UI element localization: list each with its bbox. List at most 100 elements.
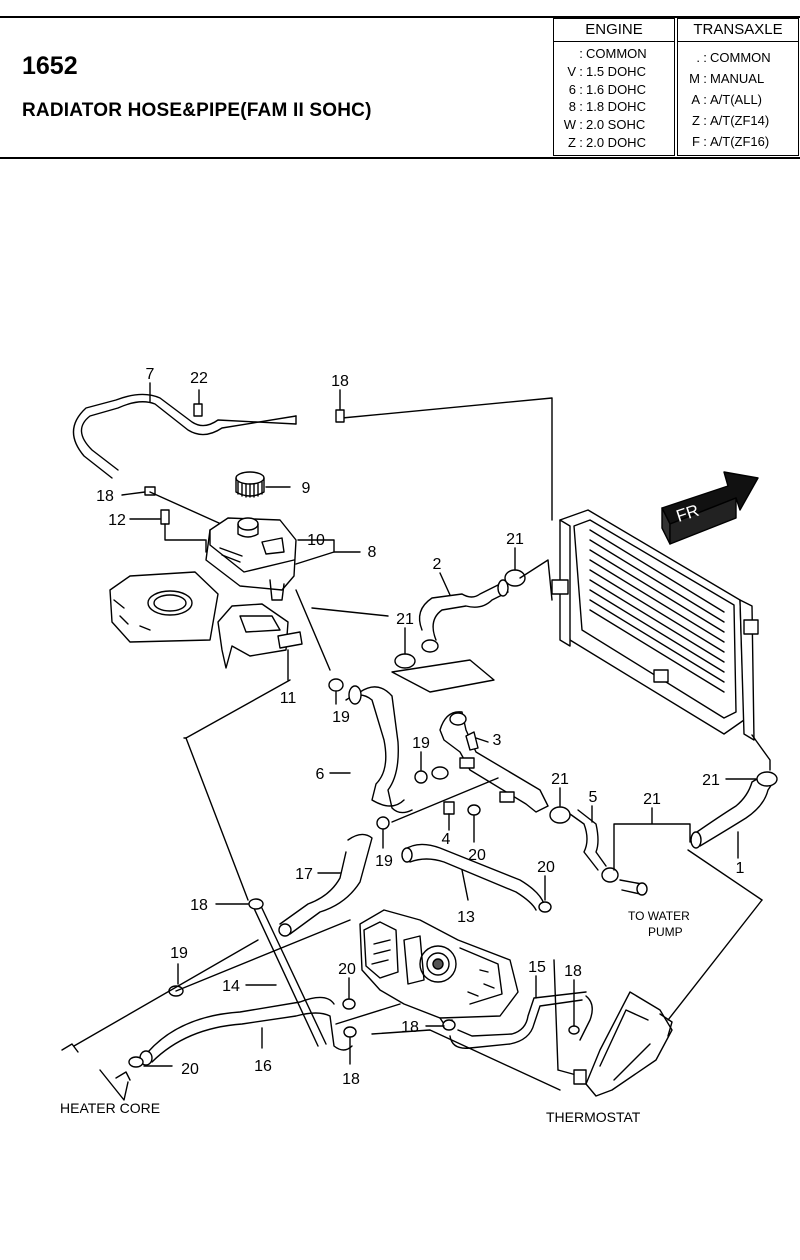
part-label-18: 18 (331, 373, 349, 390)
leader-line (687, 849, 763, 901)
bracket-11 (109, 571, 303, 669)
engine-row: Z:2.0 DOHC (568, 134, 646, 150)
catalog-code: 1652 (22, 52, 78, 80)
part-label-18: 18 (342, 1071, 360, 1088)
leader-line (751, 734, 771, 771)
part-label-10: 10 (307, 532, 325, 549)
hose-6 (345, 685, 413, 814)
leader-line (175, 919, 351, 992)
header-bottom-rule (0, 157, 800, 159)
part-label-21: 21 (551, 771, 569, 788)
leader-18b (121, 491, 146, 496)
hose-2 (418, 579, 509, 653)
engine-row: W:2.0 SOHC (563, 117, 646, 133)
callout-labels: TO WATER PUMP HEATER CORE THERMOSTAT (60, 909, 690, 1125)
clamp-22 (193, 403, 203, 417)
engine-row: :COMMON (579, 46, 647, 61)
part-label-3: 3 (493, 732, 502, 749)
part-label-19: 19 (170, 945, 188, 962)
leader-line (391, 777, 499, 823)
cap-9 (235, 471, 265, 498)
clamp-19b (414, 770, 428, 784)
part-label-4: 4 (442, 831, 451, 848)
engine-row: V:1.5 DOHC (567, 63, 646, 79)
hose-16 (139, 996, 353, 1066)
part-label-2: 2 (433, 556, 442, 573)
page-title: RADIATOR HOSE&PIPE(FAM II SOHC) (22, 100, 372, 121)
clamp-18e (568, 1025, 580, 1035)
leader-line (391, 659, 495, 693)
to-water-pump-label-line2: PUMP (648, 925, 683, 939)
part-label-19: 19 (412, 735, 430, 752)
hose-13 (401, 843, 545, 911)
hose-15-end (579, 995, 593, 1041)
leader-line (185, 679, 291, 739)
transaxle-heading: TRANSAXLE (678, 19, 798, 42)
part-label-21: 21 (506, 531, 524, 548)
transaxle-row: A:A/T(ALL) (691, 92, 763, 107)
part-label-18: 18 (401, 1019, 419, 1036)
pipe-3 (439, 711, 549, 813)
leader-21e (613, 807, 691, 871)
transaxle-row: .:COMMON (696, 50, 771, 65)
clamp-18f (343, 1026, 357, 1038)
leader-line (295, 551, 335, 565)
part-label-6: 6 (316, 766, 325, 783)
pipe-14 (248, 898, 327, 1047)
thermostat-label: THERMOSTAT (546, 1109, 641, 1125)
header-top-rule (0, 16, 800, 18)
leader-line (99, 1069, 129, 1101)
thermostat-housing (573, 991, 673, 1097)
part-label-21: 21 (396, 611, 414, 628)
part-label-22: 22 (190, 370, 208, 387)
water-pump-pipe (619, 879, 643, 895)
leader-3 (475, 737, 489, 743)
clamp-20d (128, 1056, 144, 1068)
leader-line (73, 939, 259, 1047)
part-label-7: 7 (146, 366, 155, 383)
part-label-13: 13 (457, 909, 475, 926)
coolant-tank-8 (205, 517, 297, 601)
part-label-21: 21 (643, 791, 661, 808)
clamp-19c (376, 816, 390, 830)
leader-line (371, 1029, 561, 1091)
part-label-19: 19 (375, 853, 393, 870)
exploded-parts-diagram: FR 7 22 18 9 18 12 10 8 21 2 21 11 19 19… (60, 366, 778, 1125)
part-label-18: 18 (96, 488, 114, 505)
leader-line (185, 737, 249, 901)
part-label-5: 5 (589, 789, 598, 806)
clamp-21b (394, 653, 416, 669)
water-pump-pipe-end (636, 882, 648, 896)
leader-line (341, 397, 553, 521)
engine-row: 8:1.8 DOHC (568, 99, 646, 115)
hose-1 (690, 775, 773, 849)
hose-17 (278, 833, 373, 937)
leader-line (295, 589, 331, 671)
leader-line (164, 523, 206, 541)
page-header: 1652 RADIATOR HOSE&PIPE(FAM II SOHC) ENG… (0, 0, 800, 159)
clamp-20c (342, 998, 356, 1010)
radiator (551, 509, 759, 741)
part-label-14: 14 (222, 978, 240, 995)
leader-line (149, 491, 231, 529)
bolt-4 (443, 801, 455, 831)
clamp-21-hose-1 (756, 771, 778, 787)
leader-10-8 (297, 539, 361, 553)
transaxle-row: Z:A/T(ZF14) (692, 113, 770, 128)
clamp-19a (328, 678, 344, 692)
clamp-21d (601, 867, 619, 883)
fitting (431, 766, 449, 780)
transaxle-row: F:A/T(ZF16) (692, 134, 770, 149)
part-label-9: 9 (302, 480, 311, 497)
clamp-18b (144, 486, 156, 496)
part-label-20: 20 (537, 859, 555, 876)
throttle-body-assembly (359, 909, 519, 1025)
hose-5 (569, 809, 607, 871)
clamp-21a (504, 569, 526, 587)
hose-15 (442, 991, 587, 1049)
engine-row: 6:1.6 DOHC (568, 81, 646, 97)
part-label-12: 12 (108, 512, 126, 529)
leader-2 (439, 572, 451, 596)
part-label-20: 20 (181, 1061, 199, 1078)
leader-13 (461, 869, 469, 901)
